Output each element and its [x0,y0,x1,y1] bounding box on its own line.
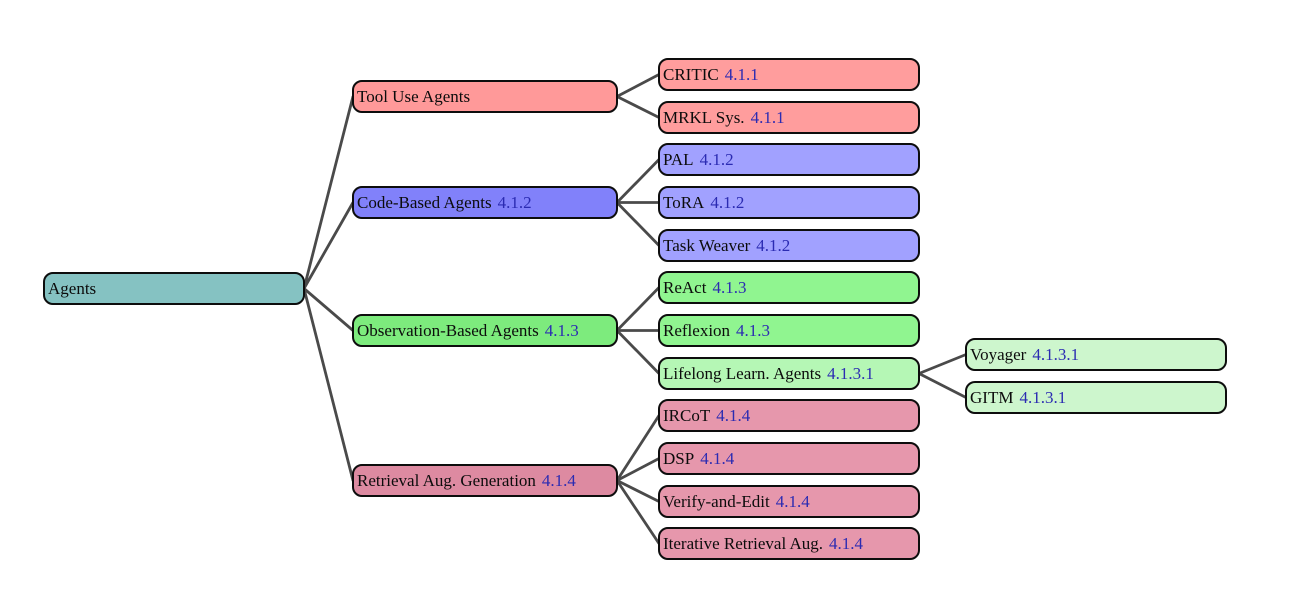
node-dsp: DSP 4.1.4 [658,442,920,475]
section-ref: 4.1.3 [736,320,771,340]
node-label: Reflexion [663,320,731,340]
section-ref: 4.1.1 [724,64,759,84]
node-iterative-retrieval-aug: Iterative Retrieval Aug. 4.1.4 [658,527,920,560]
section-ref: 4.1.4 [700,448,735,468]
node-label: Code-Based Agents [357,192,492,212]
node-label: ToRA [663,192,705,212]
node-reflexion: Reflexion 4.1.3 [658,314,920,347]
node-voyager: Voyager 4.1.3.1 [965,338,1227,371]
section-ref: 4.1.1 [750,107,785,127]
node-pal: PAL 4.1.2 [658,143,920,176]
node-code-based-agents: Code-Based Agents 4.1.2 [352,186,618,219]
node-label: Voyager [970,344,1027,364]
node-label: ReAct [663,277,707,297]
node-agents: Agents [43,272,305,305]
section-ref: 4.1.2 [756,235,791,255]
node-verify-and-edit: Verify-and-Edit 4.1.4 [658,485,920,518]
node-label: Tool Use Agents [357,86,471,106]
node-label: CRITIC [663,64,719,84]
section-ref: 4.1.4 [541,470,576,490]
section-ref: 4.1.2 [497,192,532,212]
node-mrkl-sys: MRKL Sys. 4.1.1 [658,101,920,134]
node-label: IRCoT [663,405,711,425]
node-lifelong-learn-agents: Lifelong Learn. Agents 4.1.3.1 [658,357,920,390]
node-ircot: IRCoT 4.1.4 [658,399,920,432]
node-react: ReAct 4.1.3 [658,271,920,304]
section-ref: 4.1.3.1 [1019,387,1067,407]
node-label: MRKL Sys. [663,107,745,127]
section-ref: 4.1.3.1 [827,363,874,383]
node-tool-use-agents: Tool Use Agents [352,80,618,113]
section-ref: 4.1.2 [710,192,745,212]
node-retrieval-aug-generation: Retrieval Aug. Generation 4.1.4 [352,464,618,497]
section-ref: 4.1.4 [775,491,810,511]
section-ref: 4.1.3 [712,277,747,297]
node-tora: ToRA 4.1.2 [658,186,920,219]
node-label: Verify-and-Edit [663,491,770,511]
section-ref: 4.1.4 [829,533,864,553]
node-label: Agents [48,278,97,298]
node-label: Retrieval Aug. Generation [357,470,536,490]
node-observation-based-agents: Observation-Based Agents 4.1.3 [352,314,618,347]
node-critic: CRITIC 4.1.1 [658,58,920,91]
node-label: Task Weaver [663,235,751,255]
node-label: Iterative Retrieval Aug. [663,533,824,553]
node-task-weaver: Task Weaver 4.1.2 [658,229,920,262]
node-label: Observation-Based Agents [357,320,539,340]
node-label: Lifelong Learn. Agents [663,363,822,383]
section-ref: 4.1.3.1 [1032,344,1080,364]
node-label: PAL [663,149,694,169]
node-gitm: GITM 4.1.3.1 [965,381,1227,414]
section-ref: 4.1.3 [544,320,579,340]
node-label: GITM [970,387,1014,407]
section-ref: 4.1.2 [699,149,734,169]
node-label: DSP [663,448,695,468]
section-ref: 4.1.4 [716,405,751,425]
